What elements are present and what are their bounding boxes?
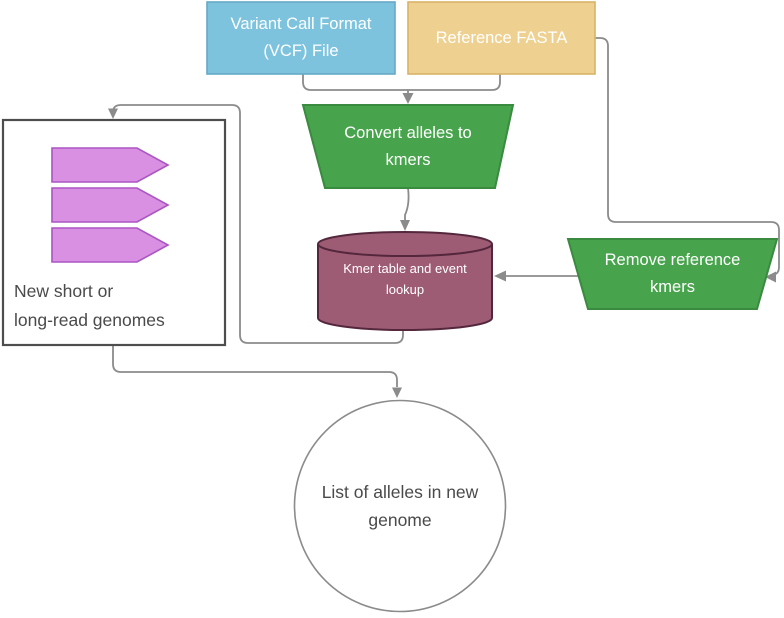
arrowhead (392, 387, 402, 398)
arrowhead (400, 220, 410, 231)
genome-read-arrow-icon (51, 187, 170, 223)
arrowhead (765, 271, 776, 283)
convert-alleles-node-shape (301, 104, 515, 189)
kmer-table-cylinder-shape (317, 231, 493, 331)
edge-convert-to-kmer-table (400, 187, 410, 231)
genome-read-arrow-icon (51, 147, 170, 183)
remove-reference-node-shape (566, 238, 779, 310)
cylinder-top-ellipse-arc (317, 243, 493, 257)
reference-fasta-node-shape (407, 1, 596, 75)
output-node-shape (293, 399, 507, 613)
edge-fasta-to-remove-ref (595, 37, 780, 283)
edge-vcf-to-convert (302, 74, 408, 91)
arrowhead (108, 108, 118, 119)
edge-remove-ref-to-kmer-table (494, 270, 578, 282)
arrowhead (494, 270, 506, 282)
edge-genomes-to-output (112, 345, 402, 398)
vcf-file-node-shape (206, 1, 396, 75)
edge-kmer-table-to-genomes (108, 104, 404, 344)
genome-read-arrow-icon (51, 227, 170, 263)
edge-fasta-to-convert (402, 74, 501, 104)
arrowhead (402, 93, 414, 104)
